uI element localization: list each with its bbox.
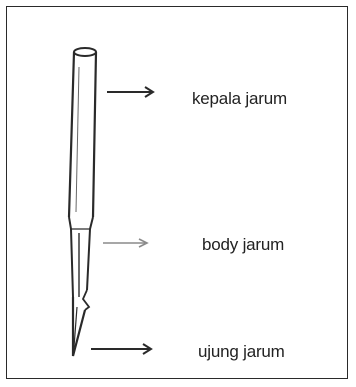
diagram-frame: kepala jarum body jarum ujung jarum [6, 6, 348, 379]
arrow-right-icon [7, 7, 349, 380]
label-ujung-jarum: ujung jarum [198, 342, 285, 362]
label-kepala-jarum: kepala jarum [192, 89, 287, 109]
label-body-jarum: body jarum [202, 235, 284, 255]
